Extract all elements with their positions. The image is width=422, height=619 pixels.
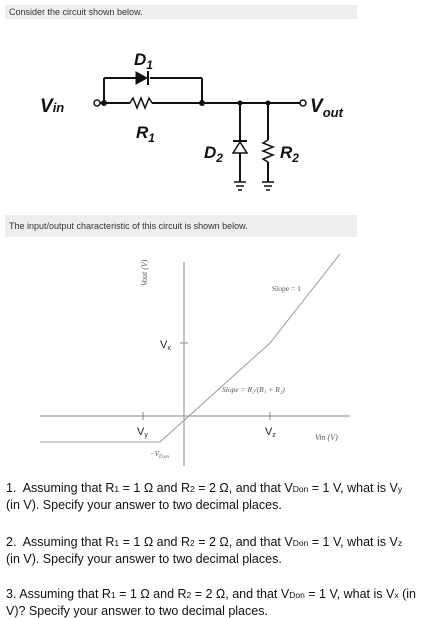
slope-1-label: Slope = 1 [272, 284, 301, 293]
vout-label: Vout [310, 96, 344, 120]
d1-label: D1 [134, 50, 153, 72]
circuit-caption: Consider the circuit shown below. [5, 5, 357, 19]
question-3: 3. Assuming that R1 = 1 Ω and R2 = 2 Ω, … [6, 587, 416, 618]
y-axis-label: Vout (V) [140, 259, 149, 286]
r1-label: R1 [136, 123, 155, 145]
figures: Vin Vout D1 R1 D2 R2 Vout (V) Vin (V) Sl… [40, 50, 350, 466]
r2-label: R2 [280, 143, 299, 165]
vin-label: Vin [40, 96, 64, 117]
question-1: 1. Assuming that R1 = 1 Ω and R2 = 2 Ω, … [6, 481, 403, 512]
vy-label: Vy [137, 426, 148, 439]
slope-2-label: Slope = R₂/(R₁ + R₂) [222, 385, 285, 394]
vz-label: Vz [265, 426, 276, 439]
x-axis-label: Vin (V) [315, 433, 338, 442]
io-characteristic-graph: Vout (V) Vin (V) Slope = 1 Slope = R₂/(R… [40, 253, 350, 466]
characteristic-curve [40, 253, 341, 443]
question-2: 2. Assuming that R1 = 1 Ω and R2 = 2 Ω, … [6, 535, 403, 566]
circuit-diagram [93, 71, 307, 191]
vx-label: Vx [160, 339, 171, 352]
vdon-label: −VD,on [150, 450, 169, 460]
d2-label: D2 [204, 143, 223, 165]
characteristic-caption: The input/output characteristic of this … [5, 215, 357, 237]
